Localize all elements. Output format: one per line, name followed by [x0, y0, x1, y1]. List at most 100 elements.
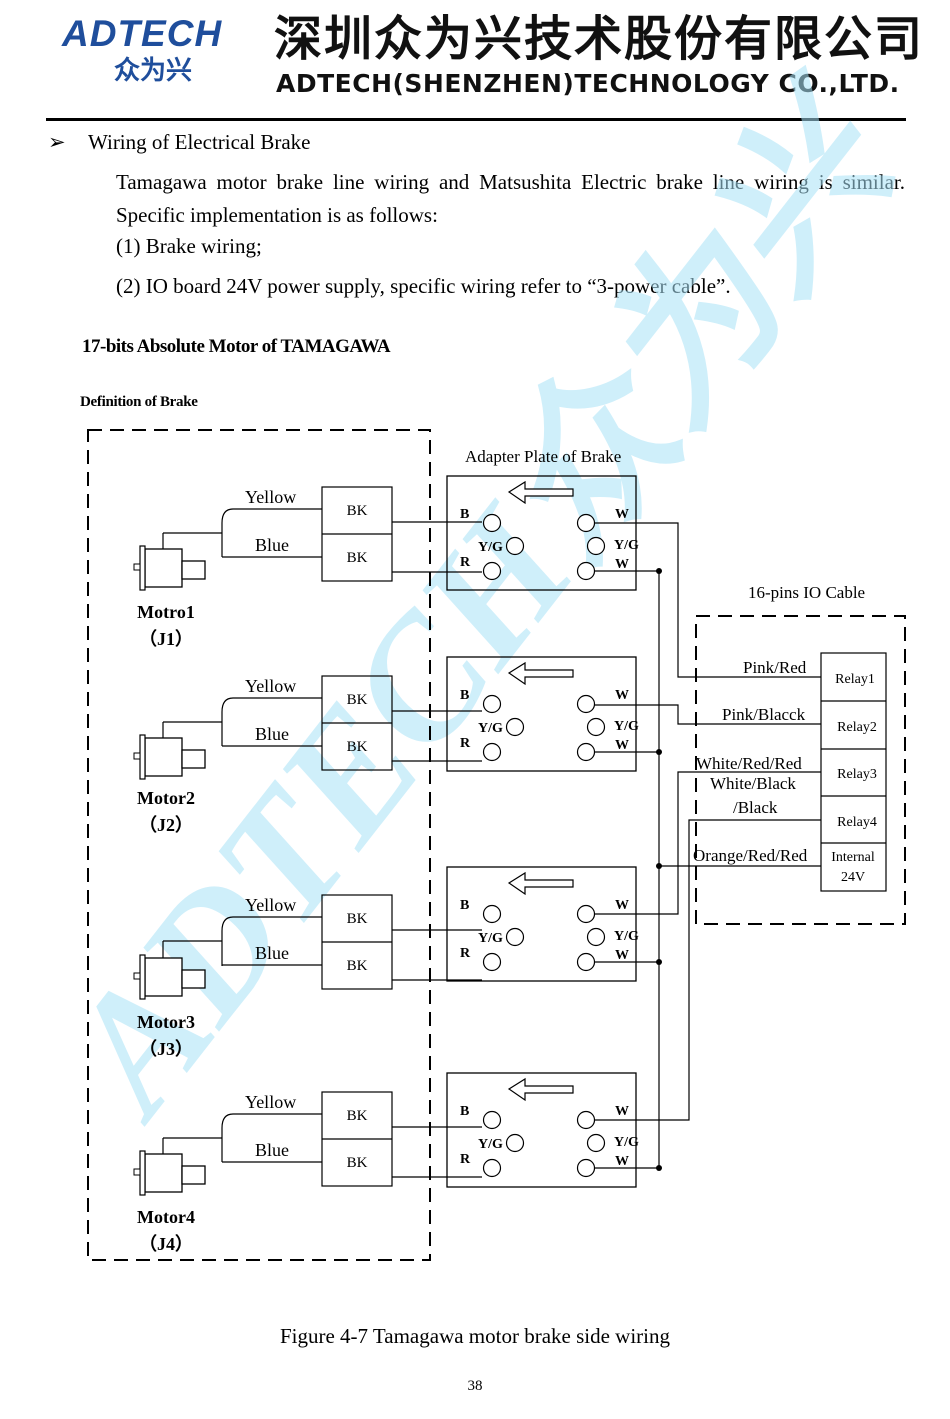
internal-24v-label: 24V [841, 870, 865, 885]
bk-label: BK [347, 1155, 368, 1171]
page-number: 38 [467, 1378, 483, 1394]
blue-label: Blue [255, 943, 289, 963]
pin-label-b: B [460, 507, 469, 522]
terminal [586, 1133, 606, 1153]
pin-label-yg: Y/G [478, 721, 503, 736]
pin-label-b: B [460, 688, 469, 703]
motor-icon [133, 545, 206, 591]
io-cable-frame [695, 615, 906, 925]
list-item: (1) Brake wiring; [116, 234, 262, 258]
direction-arrow-icon [507, 871, 574, 896]
terminal [482, 742, 502, 762]
terminal [482, 1110, 502, 1130]
relay-label: Relay1 [835, 672, 875, 687]
terminal [576, 1158, 596, 1178]
wire-label-white-black: White/Black [710, 774, 796, 793]
pin-label-r: R [460, 555, 471, 570]
blue-label: Blue [255, 535, 289, 555]
motor-name: Motro1 [137, 602, 195, 622]
terminal [482, 513, 502, 533]
bk-label: BK [347, 550, 368, 566]
yellow-label: Yellow [245, 676, 296, 696]
bk-label: BK [347, 692, 368, 708]
pin-label-b: B [460, 898, 469, 913]
motor-icon [133, 954, 206, 1000]
motor-icon [133, 734, 206, 780]
bk-label: BK [347, 1108, 368, 1124]
relay-block: Relay1 Relay2 Relay3 Relay4 Internal 24V [820, 652, 887, 892]
blue-label: Blue [255, 724, 289, 744]
motor-name: Motor4 [137, 1207, 195, 1227]
motor-joint: （J4） [139, 1234, 193, 1254]
yellow-label: Yellow [245, 895, 296, 915]
relay-label: Relay2 [837, 720, 877, 735]
terminal [576, 742, 596, 762]
section-title: Wiring of Electrical Brake [88, 130, 311, 154]
pin-label-yg: Y/G [478, 931, 503, 946]
company-logo: ADTECH 众为兴 [62, 14, 258, 94]
terminal [586, 717, 606, 737]
company-name-en: ADTECH(SHENZHEN)TECHNOLOGY CO.,LTD. [276, 69, 900, 98]
bullet-arrow-icon: ➢ [48, 130, 66, 154]
wire-label-orange-red-red: Orange/Red/Red [693, 846, 808, 865]
bk-label: BK [347, 911, 368, 927]
direction-arrow-icon [507, 661, 574, 686]
terminal [576, 694, 596, 714]
figure-title: 17-bits Absolute Motor of TAMAGAWA [82, 336, 391, 357]
pin-label-w: W [615, 557, 629, 572]
pin-label-yg: Y/G [478, 1137, 503, 1152]
terminal [505, 717, 525, 737]
bk-label: BK [347, 503, 368, 519]
wire-label-pink-black: Pink/Blacck [722, 705, 806, 724]
cable-wiring [595, 522, 821, 1168]
terminal [482, 904, 502, 924]
motor-frame [87, 429, 431, 1261]
pin-label-w: W [615, 1154, 629, 1169]
adapter-plate-label: Adapter Plate of Brake [465, 447, 621, 466]
section-paragraph: Tamagawa motor brake line wiring and Mat… [116, 170, 905, 227]
motor-groups: BKBKYellowBlueMotro1（J1）BY/GRWY/GWBKBKYe… [133, 475, 659, 1254]
bk-label: BK [347, 958, 368, 974]
logo-cn-text: 众为兴 [114, 56, 193, 86]
terminal [505, 536, 525, 556]
terminal [505, 927, 525, 947]
header-divider [46, 118, 906, 121]
motor-joint: （J2） [139, 815, 193, 835]
terminal [586, 536, 606, 556]
pin-label-w: W [615, 738, 629, 753]
terminal [576, 513, 596, 533]
pin-label-yg: Y/G [478, 540, 503, 555]
terminal [482, 561, 502, 581]
figure-subtitle: Definition of Brake [80, 394, 198, 410]
terminal [576, 1110, 596, 1130]
yellow-label: Yellow [245, 1092, 296, 1112]
relay-label: Relay3 [837, 767, 877, 782]
company-name-cn: 深圳众为兴技术股份有限公司 [274, 11, 925, 67]
pin-label-r: R [460, 946, 471, 961]
relay-label: Relay4 [837, 815, 877, 830]
terminal [482, 694, 502, 714]
yellow-label: Yellow [245, 487, 296, 507]
list-item: (2) IO board 24V power supply, specific … [116, 274, 731, 298]
junction-dots [656, 568, 662, 1171]
terminal [576, 561, 596, 581]
wire-label-pink-red: Pink/Red [743, 658, 807, 677]
direction-arrow-icon [507, 1077, 574, 1102]
terminal [586, 927, 606, 947]
wire-label-black: /Black [733, 798, 778, 817]
pin-label-w: W [615, 1104, 629, 1119]
internal-label: Internal [831, 850, 875, 865]
pin-label-r: R [460, 736, 471, 751]
blue-label: Blue [255, 1140, 289, 1160]
pin-label-yg: Y/G [614, 538, 639, 553]
io-cable-label: 16-pins IO Cable [748, 583, 865, 602]
figure-caption: Figure 4-7 Tamagawa motor brake side wir… [279, 1324, 671, 1348]
